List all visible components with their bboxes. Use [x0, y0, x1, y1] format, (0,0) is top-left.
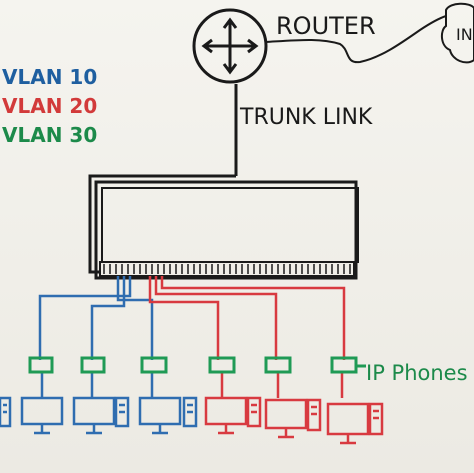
router-label: ROUTER — [276, 12, 376, 40]
switch-icon — [94, 180, 359, 280]
legend-vlan20: VLAN 20 — [2, 94, 97, 118]
router-icon — [192, 8, 268, 84]
vlan-legend: VLAN 10 VLAN 20 VLAN 30 — [2, 65, 97, 147]
internet-link — [265, 15, 447, 64]
internet-label: IN — [456, 25, 473, 44]
ip-phones — [28, 356, 358, 374]
trunk-link-label: TRUNK LINK — [239, 105, 373, 130]
ip-phone-icon — [140, 356, 168, 374]
vlan10-wiring — [38, 276, 154, 398]
computer-icon — [204, 396, 262, 435]
vlan10-computers — [0, 396, 198, 435]
computer-icon — [138, 396, 198, 435]
computer-icon — [326, 402, 384, 445]
ip-phone-icon — [208, 356, 236, 374]
trunk-link-to-switch — [88, 174, 236, 274]
switch-ports — [103, 264, 351, 274]
computer-icon — [0, 396, 64, 435]
computer-icon — [72, 396, 130, 435]
computer-icon — [264, 398, 322, 439]
legend-vlan10: VLAN 10 — [2, 65, 97, 89]
ip-phones-label: IP Phones — [366, 361, 468, 385]
internet-cloud-icon — [440, 2, 474, 64]
ip-phone-icon — [80, 356, 106, 374]
vlan20-wiring — [148, 276, 346, 398]
vlan20-computers — [204, 396, 384, 445]
ip-phone-icon — [330, 356, 358, 374]
legend-vlan30: VLAN 30 — [2, 123, 97, 147]
ip-phone-icon — [28, 356, 54, 374]
ip-phone-icon — [264, 356, 292, 374]
